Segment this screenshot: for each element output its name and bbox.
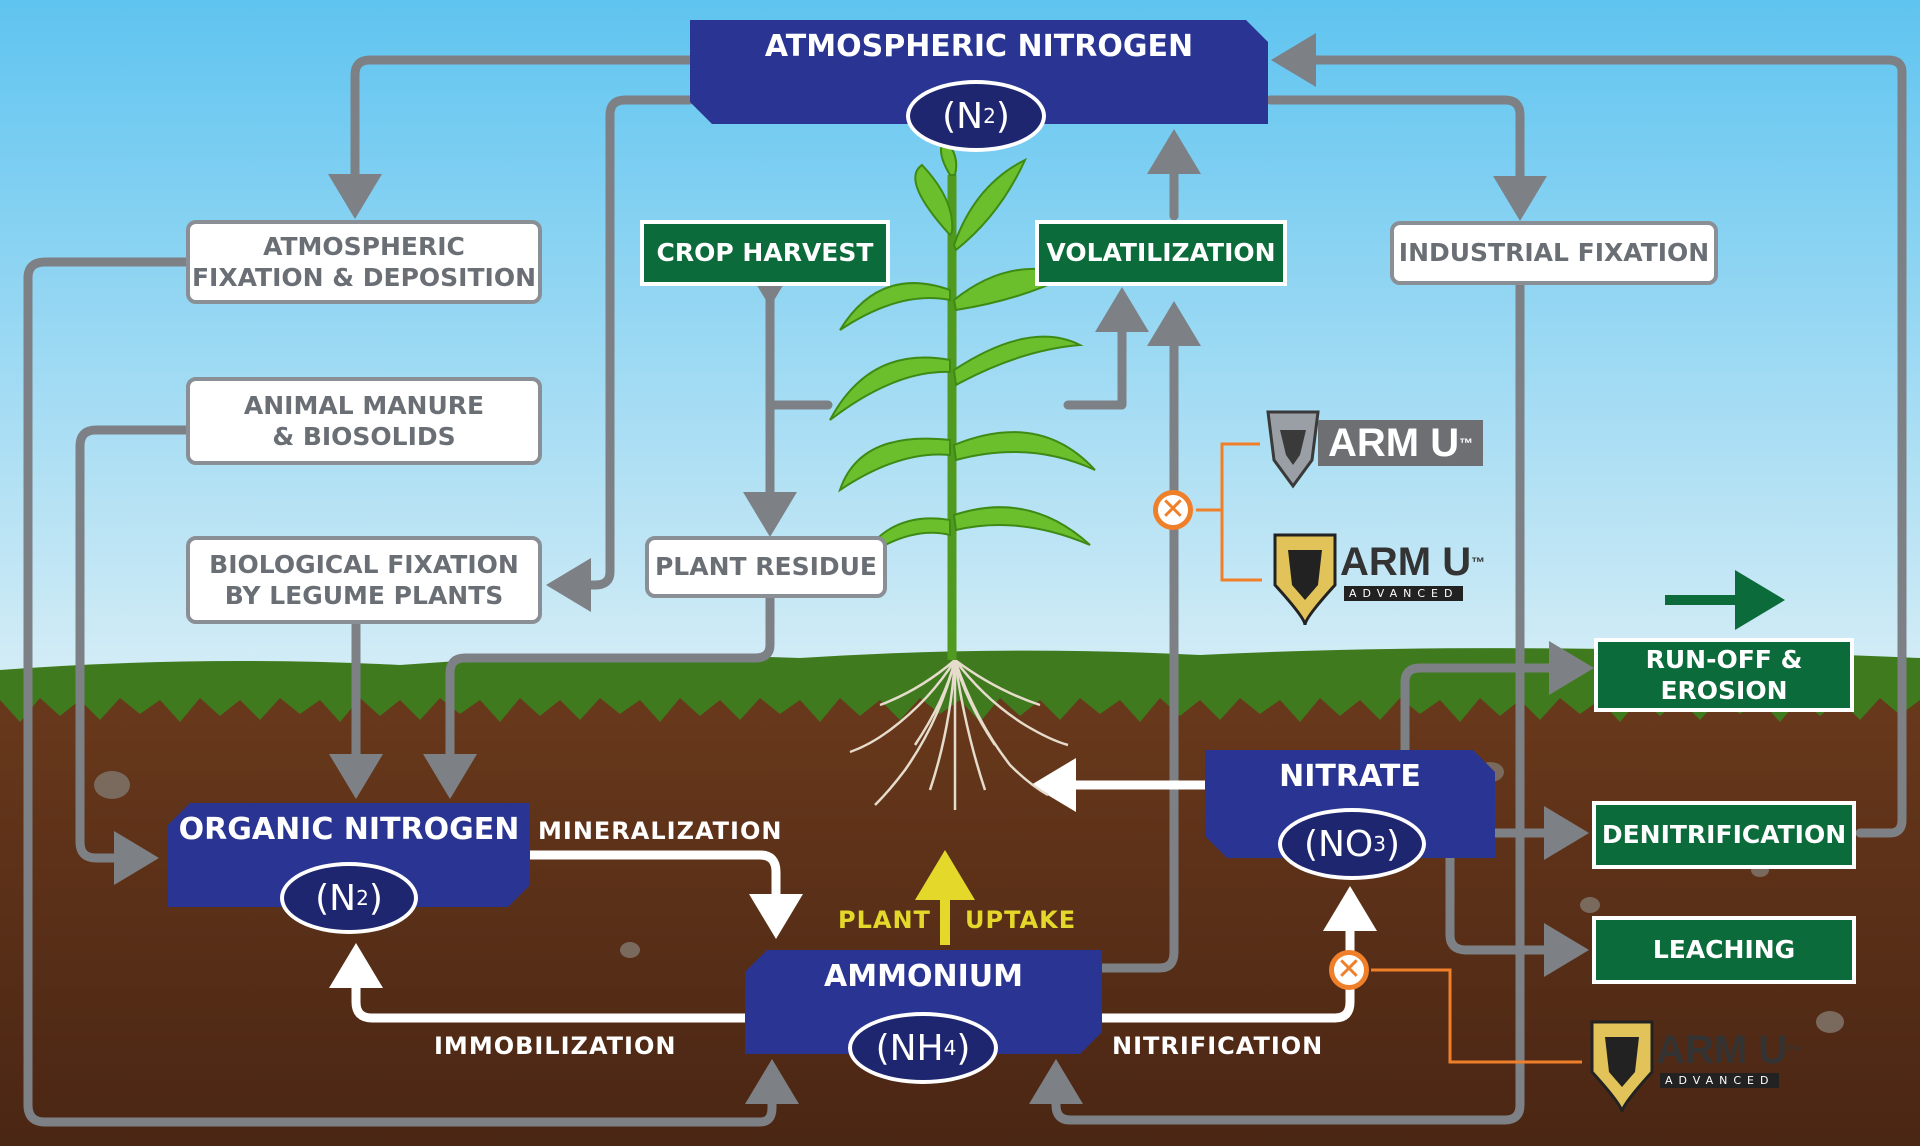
- plant-residue-label: PLANT RESIDUE: [654, 552, 878, 582]
- formula-n2-top-sub: 2: [983, 104, 996, 128]
- plant-roots: [849, 658, 1069, 810]
- volatilization-label: VOLATILIZATION: [1046, 238, 1276, 268]
- corn-plant: [829, 138, 1096, 810]
- box-industrial-fixation: INDUSTRIAL FIXATION: [1390, 221, 1718, 285]
- arrow-nitrate-to-runoff: [1400, 641, 1594, 755]
- arrow-plant-to-volatilization: [1063, 287, 1149, 410]
- box-biological-fixation: BIOLOGICAL FIXATION BY LEGUME PLANTS: [186, 536, 542, 624]
- arm-u-tm: ™: [1459, 435, 1474, 451]
- formula-n2-organic-sub: 2: [356, 886, 369, 910]
- animal-manure-line1: ANIMAL MANURE: [243, 390, 485, 420]
- arrow-atm-to-biofix: [546, 95, 695, 612]
- inhibitor-line-bottom: [1371, 968, 1582, 1064]
- formula-no3-sub: 3: [1373, 832, 1386, 856]
- atmospheric-fixation-line2: FIXATION & DEPOSITION: [191, 263, 537, 292]
- arrow-nitrification: [1097, 886, 1377, 1023]
- denitrification-label: DENITRIFICATION: [1601, 820, 1847, 850]
- arrow-denitrif-to-atm: [1271, 33, 1907, 838]
- arrow-immobilization: [329, 943, 750, 1023]
- label-nitrification: NITRIFICATION: [1112, 1032, 1324, 1060]
- arrow-ammonium-to-volatilization: [1093, 301, 1201, 973]
- biological-fixation-line2: BY LEGUME PLANTS: [224, 581, 504, 610]
- arrow-atmfix-to-ammonium: [23, 257, 799, 1127]
- node-ammonium: AMMONIUM: [745, 950, 1102, 1054]
- arm-u-advanced-bottom-tm: ™: [1787, 1042, 1802, 1058]
- arrow-nitrate-to-leaching: [1445, 853, 1589, 977]
- runoff-line2: EROSION: [1660, 676, 1788, 705]
- arm-u-helmet-icon: [1266, 410, 1320, 489]
- arm-u-advanced-shield-icon: [1273, 533, 1337, 626]
- label-immobilization: IMMOBILIZATION: [434, 1032, 677, 1060]
- inhibitor-bracket-top: [1196, 442, 1262, 582]
- box-crop-harvest: CROP HARVEST: [640, 220, 890, 286]
- arrow-atm-to-atmfix: [328, 55, 695, 219]
- animal-manure-line2: & BIOSOLIDS: [272, 422, 456, 451]
- arm-u-name: ARM U: [1328, 421, 1460, 465]
- leaching-label: LEACHING: [1652, 935, 1796, 965]
- label-mineralization: MINERALIZATION: [538, 817, 783, 845]
- box-denitrification: DENITRIFICATION: [1592, 801, 1856, 869]
- formula-nh4: NH: [889, 1027, 944, 1069]
- arm-u-advanced-bottom-name: ARM U: [1656, 1028, 1788, 1072]
- inhibit-x-icon-volatilization: ✕: [1153, 490, 1193, 530]
- box-volatilization: VOLATILIZATION: [1035, 220, 1287, 286]
- label-plant: PLANT: [838, 906, 931, 934]
- biological-fixation-line1: BIOLOGICAL FIXATION: [209, 549, 519, 579]
- formula-n2-top: N: [956, 95, 984, 137]
- logo-arm-u-advanced: ARM U™: [1340, 540, 1485, 584]
- box-leaching: LEACHING: [1592, 916, 1856, 984]
- formula-n2-organic: N: [329, 877, 357, 919]
- arrow-residue-to-organic: [423, 593, 775, 799]
- crop-harvest-label: CROP HARVEST: [656, 238, 874, 268]
- formula-no3: NO: [1318, 823, 1374, 865]
- arrow-industrial-to-ammonium: [1029, 280, 1525, 1125]
- box-animal-manure: ANIMAL MANURE & BIOSOLIDS: [186, 377, 542, 465]
- box-runoff-erosion: RUN-OFF & EROSION: [1594, 638, 1854, 712]
- arm-u-advanced-tm: ™: [1471, 554, 1486, 570]
- runoff-line1: RUN-OFF &: [1645, 644, 1803, 674]
- label-uptake: UPTAKE: [965, 906, 1077, 934]
- node-organic-nitrogen-title: ORGANIC NITROGEN: [178, 812, 520, 847]
- logo-arm-u-advanced-bottom-badge: ADVANCED: [1660, 1073, 1780, 1088]
- logo-arm-u: ARM U™: [1318, 420, 1484, 466]
- node-nitrate-title: NITRATE: [1279, 759, 1421, 794]
- inhibit-x-icon-nitrification: ✕: [1329, 950, 1369, 990]
- arrow-mineralization: [523, 850, 803, 939]
- logo-arm-u-advanced-badge: ADVANCED: [1344, 586, 1464, 601]
- atmospheric-fixation-line1: ATMOSPHERIC: [263, 231, 465, 261]
- formula-nh4-sub: 4: [943, 1036, 957, 1060]
- arm-u-advanced-name: ARM U: [1340, 540, 1472, 584]
- industrial-fixation-label: INDUSTRIAL FIXATION: [1398, 238, 1710, 268]
- node-atmospheric-nitrogen-title: ATMOSPHERIC NITROGEN: [764, 29, 1194, 64]
- node-ammonium-title: AMMONIUM: [824, 959, 1023, 994]
- arm-u-advanced-shield-icon-bottom: [1590, 1020, 1654, 1113]
- arrow-manure-to-organic: [75, 425, 191, 885]
- box-atmospheric-fixation: ATMOSPHERIC FIXATION & DEPOSITION: [186, 220, 542, 304]
- box-plant-residue: PLANT RESIDUE: [645, 536, 887, 598]
- logo-arm-u-advanced-bottom: ARM U™: [1656, 1028, 1801, 1072]
- arrow-atm-to-industrial: [1265, 95, 1547, 221]
